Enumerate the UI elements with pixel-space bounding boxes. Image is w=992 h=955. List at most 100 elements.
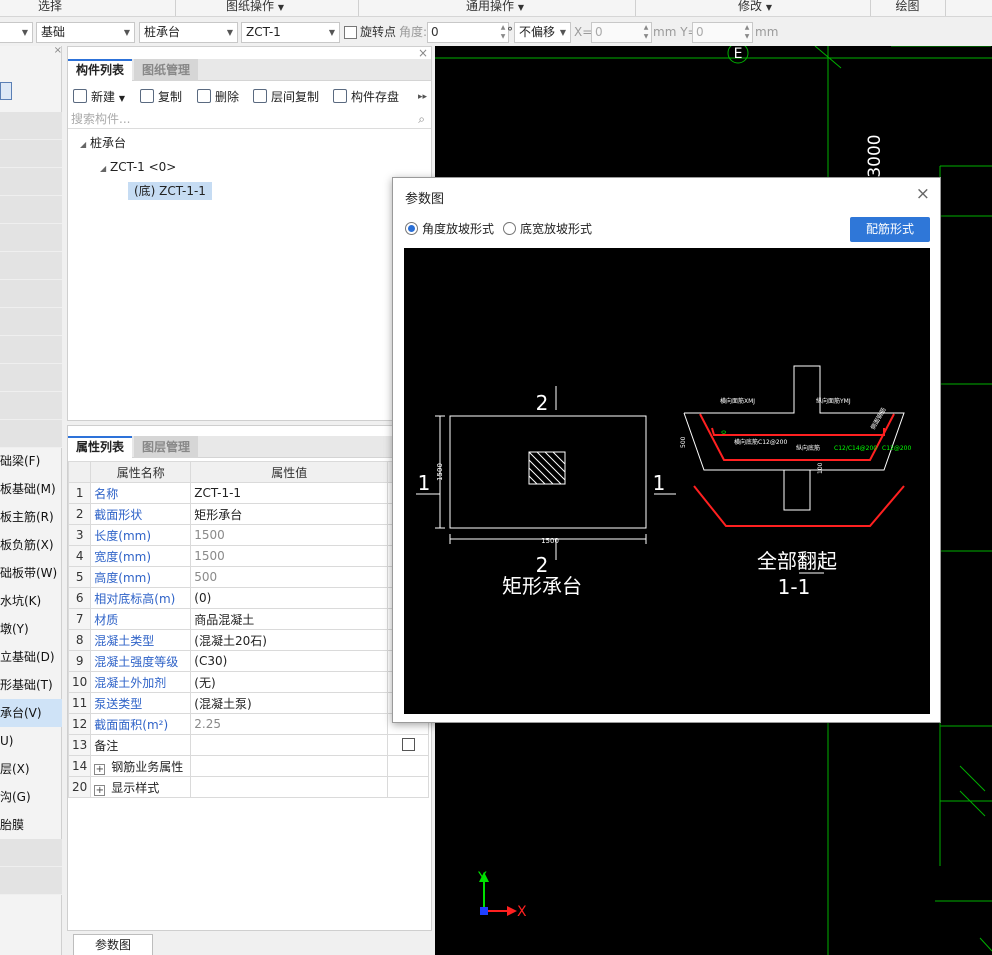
nav-item-slab-main-rebar[interactable]: 板主筋(R) [0, 510, 54, 524]
nav-item-pile[interactable]: U) [0, 734, 14, 748]
nav-item-slab-neg-rebar[interactable]: 板负筋(X) [0, 538, 54, 552]
property-value-cell[interactable]: ZCT-1-1 [190, 482, 389, 504]
table-row[interactable]: 14+钢筋业务属性 [67, 755, 430, 777]
ribbon-group-select[interactable]: 选择 [37, 0, 62, 13]
param-drawing-tab[interactable]: 参数图 [73, 934, 153, 955]
tree-node-zct1-1[interactable]: (底) ZCT-1-1 [128, 182, 212, 200]
expand-plus-icon[interactable]: + [94, 763, 106, 775]
nav-placeholder[interactable] [0, 392, 62, 420]
property-value-cell[interactable] [190, 755, 389, 777]
nav-placeholder[interactable] [0, 140, 62, 168]
tab-layer-manage[interactable]: 图层管理 [134, 436, 199, 458]
nav-item-trench[interactable]: 沟(G) [0, 790, 31, 804]
tree-node-root[interactable]: ◢ 桩承台 [80, 134, 126, 154]
tab-component-list[interactable]: 构件列表 [68, 59, 133, 81]
delete-button[interactable]: 删除 [197, 87, 239, 107]
property-value-cell[interactable]: 矩形承台 [190, 503, 389, 525]
floor-combo[interactable]: 基础▼ [36, 22, 135, 43]
nav-placeholder[interactable] [0, 364, 62, 392]
property-name-cell: 混凝土外加剂 [90, 671, 192, 693]
angle-input[interactable]: 0▲▼ [427, 22, 509, 43]
dialog-title: 参数图 [405, 192, 445, 207]
property-value-cell[interactable]: (0) [190, 587, 389, 609]
nav-item-sump[interactable]: 水坑(K) [0, 594, 42, 608]
close-icon[interactable]: × [53, 45, 62, 56]
property-value-cell[interactable]: (无) [190, 671, 389, 693]
nav-placeholder[interactable] [0, 168, 62, 196]
hatch-line [528, 451, 562, 485]
nav-item-raft[interactable]: 板基础(M) [0, 482, 56, 496]
nav-placeholder[interactable] [0, 867, 62, 895]
copy-button[interactable]: 复制 [140, 87, 182, 107]
close-icon[interactable]: × [417, 46, 428, 60]
nav-item-cushion[interactable]: 层(X) [0, 762, 30, 776]
type-combo[interactable]: 桩承台▼ [139, 22, 238, 43]
tab-property-list[interactable]: 属性列表 [68, 436, 133, 458]
nav-placeholder[interactable] [0, 420, 62, 448]
property-value-cell[interactable]: (混凝土20石) [190, 629, 389, 651]
property-value-cell[interactable]: 1500 [190, 545, 389, 567]
rotate-point-checkbox[interactable] [344, 26, 357, 39]
ribbon-group-draw[interactable]: 绘图 [895, 0, 920, 13]
close-icon[interactable]: × [915, 184, 930, 204]
ribbon-group-drawing-ops[interactable]: 图纸操作 ▼ [210, 0, 300, 16]
radio-width-slope[interactable]: 底宽放坡形式 [503, 221, 592, 237]
property-value-cell[interactable]: 500 [190, 566, 389, 588]
tree-node-zct1[interactable]: ◢ ZCT-1 <0> [100, 158, 176, 178]
property-value-cell[interactable] [190, 734, 389, 756]
y-input[interactable]: 0▲▼ [692, 22, 753, 43]
offset-combo[interactable]: 不偏移▼ [514, 22, 571, 43]
nav-placeholder[interactable] [0, 839, 62, 867]
nav-placeholder[interactable] [0, 112, 62, 140]
nav-placeholder[interactable] [0, 336, 62, 364]
nav-item-pile-cap[interactable]: 承台(V) [0, 699, 62, 727]
ribbon-group-modify[interactable]: 修改 ▼ [720, 0, 790, 16]
property-value-cell[interactable]: 商品混凝土 [190, 608, 389, 630]
component-search-input[interactable]: 搜索构件...⌕ [68, 109, 431, 129]
table-row[interactable]: 20+显示样式 [67, 776, 430, 798]
nav-item-strip-footing[interactable]: 形基础(T) [0, 678, 53, 692]
component-combo[interactable]: ZCT-1▼ [241, 22, 340, 43]
nav-placeholder[interactable] [0, 224, 62, 252]
nav-item-formwork[interactable]: 胎膜 [0, 818, 25, 832]
nav-placeholder[interactable] [0, 196, 62, 224]
property-value-cell[interactable]: (C30) [190, 650, 389, 672]
tab-drawing-manage[interactable]: 图纸管理 [134, 59, 199, 81]
first-combo[interactable]: ▼ [0, 22, 33, 43]
new-button[interactable]: 新建 ▼ [73, 87, 125, 107]
list-view-icon[interactable] [0, 82, 12, 100]
property-value-cell[interactable] [190, 776, 389, 798]
expand-plus-icon[interactable]: + [94, 784, 106, 796]
nav-item-slab-strip[interactable]: 础板带(W) [0, 566, 58, 580]
attach-checkbox[interactable] [401, 738, 415, 751]
nav-placeholder[interactable] [0, 308, 62, 336]
more-icon[interactable]: ▸▸ [418, 92, 428, 102]
property-value-cell[interactable]: (混凝土泵) [190, 692, 389, 714]
x-input[interactable]: 0▲▼ [591, 22, 652, 43]
rebar-form-button[interactable]: 配筋形式 [850, 217, 930, 242]
nav-placeholder[interactable] [0, 280, 62, 308]
nav-item-isolated-footing[interactable]: 立基础(D) [0, 650, 55, 664]
nav-item-pier[interactable]: 墩(Y) [0, 622, 29, 636]
radio-angle-slope[interactable]: 角度放坡形式 [405, 221, 494, 237]
ribbon-group-general-ops[interactable]: 通用操作 ▼ [450, 0, 540, 16]
floor-copy-button[interactable]: 层间复制 [253, 87, 319, 107]
property-value-cell[interactable]: 1500 [190, 524, 389, 546]
nav-item-beam[interactable]: 础梁(F) [0, 454, 41, 468]
property-value-cell[interactable]: 2.25 [190, 713, 389, 735]
nav-placeholder[interactable] [0, 252, 62, 280]
save-component-button[interactable]: 构件存盘 [333, 87, 399, 107]
